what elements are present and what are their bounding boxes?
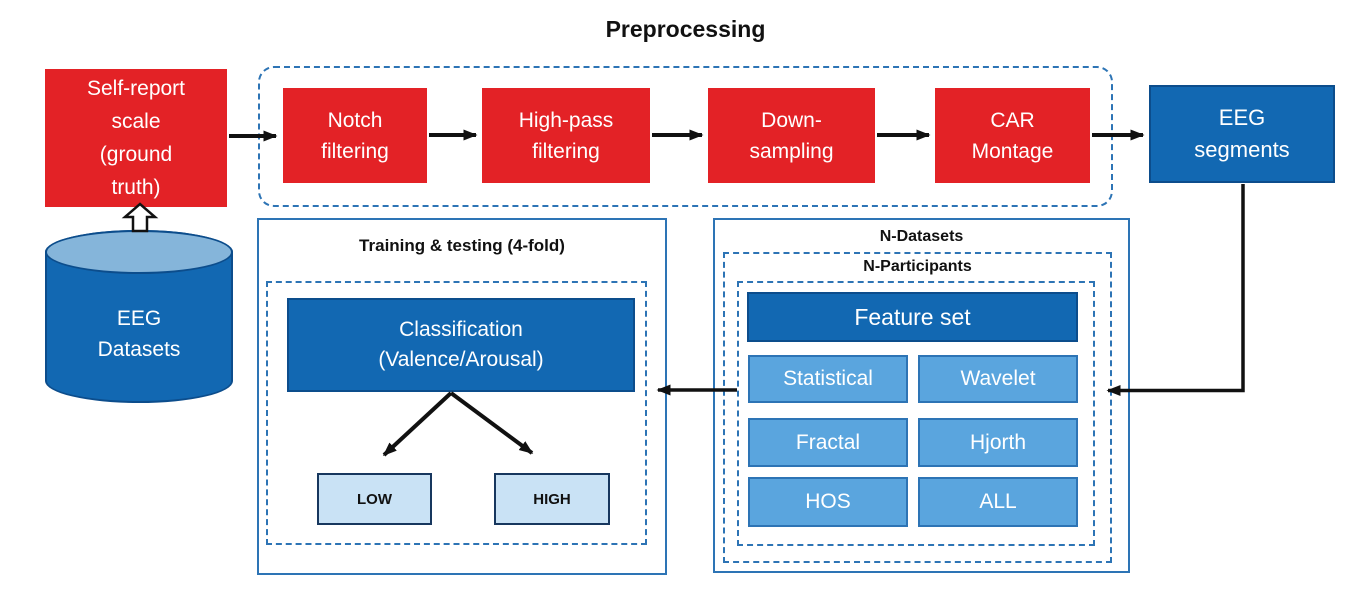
step-line: High-pass xyxy=(518,108,614,132)
self-report-line: (ground xyxy=(99,143,173,166)
self-report-line: scale xyxy=(111,110,161,133)
eeg-datasets-label: EEG Datasets xyxy=(45,303,233,365)
training-testing-title: Training & testing (4-fold) xyxy=(359,236,565,255)
eeg-datasets-line: Datasets xyxy=(97,338,181,361)
eeg-datasets-cylinder-top xyxy=(45,230,233,274)
n-participants-container xyxy=(723,252,1112,563)
classification-box: Classification (Valence/Arousal) xyxy=(287,298,635,392)
step-line: sampling xyxy=(749,139,834,163)
feature-hos-box: HOS xyxy=(748,477,908,527)
step-line: Down- xyxy=(761,108,822,132)
classification-line: Classification xyxy=(399,318,523,341)
eeg-segments-box: EEG segments xyxy=(1149,85,1335,183)
car-montage-box: CAR Montage xyxy=(935,88,1090,183)
feature-wavelet-box: Wavelet xyxy=(918,355,1078,403)
preprocessing-title: Preprocessing xyxy=(605,16,766,42)
step-line: filtering xyxy=(532,139,600,163)
low-label: LOW xyxy=(357,490,392,508)
self-report-line: truth) xyxy=(111,176,161,199)
arrow-datasets-to-selfreport-icon xyxy=(121,202,159,233)
feature-all-box: ALL xyxy=(918,477,1078,527)
feature-dashed-container xyxy=(737,281,1095,546)
training-dashed-container xyxy=(266,281,647,545)
feature-label: Hjorth xyxy=(969,430,1027,454)
high-label: HIGH xyxy=(533,490,571,508)
feature-fractal-box: Fractal xyxy=(748,418,908,467)
feature-label: ALL xyxy=(979,490,1017,513)
notch-filtering-box: Notch filtering xyxy=(283,88,427,183)
eeg-datasets-line: EEG xyxy=(116,307,162,330)
step-line: CAR xyxy=(990,108,1035,132)
self-report-scale-box: Self-report scale (ground truth) xyxy=(45,69,227,207)
down-sampling-box: Down- sampling xyxy=(708,88,875,183)
feature-label: Wavelet xyxy=(960,367,1036,390)
n-participants-label: N-Participants xyxy=(863,258,972,275)
n-datasets-container xyxy=(713,218,1130,573)
high-pass-filtering-box: High-pass filtering xyxy=(482,88,650,183)
step-line: filtering xyxy=(321,139,389,163)
training-testing-container xyxy=(257,218,667,575)
eeg-segments-line: segments xyxy=(1194,137,1290,162)
feature-set-header: Feature set xyxy=(747,292,1078,342)
feature-label: Statistical xyxy=(783,367,873,390)
feature-set-label: Feature set xyxy=(854,303,971,330)
step-line: Montage xyxy=(971,139,1054,163)
step-line: Notch xyxy=(327,108,383,132)
low-box: LOW xyxy=(317,473,432,525)
self-report-line: Self-report xyxy=(86,77,186,100)
n-datasets-label: N-Datasets xyxy=(879,228,964,245)
classification-line: (Valence/Arousal) xyxy=(378,348,544,371)
feature-label: HOS xyxy=(805,490,851,513)
feature-label: Fractal xyxy=(795,430,861,454)
feature-hjorth-box: Hjorth xyxy=(918,418,1078,467)
feature-statistical-box: Statistical xyxy=(748,355,908,403)
high-box: HIGH xyxy=(494,473,610,525)
eeg-segments-line: EEG xyxy=(1218,105,1266,130)
